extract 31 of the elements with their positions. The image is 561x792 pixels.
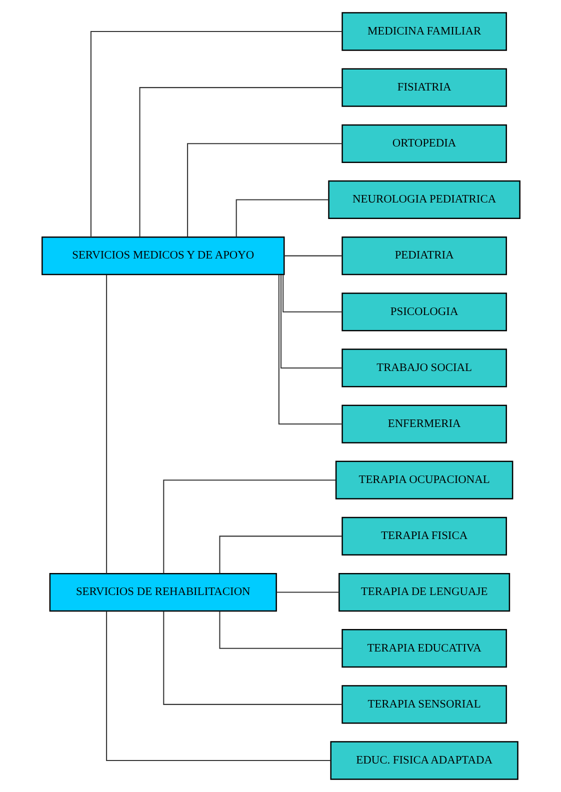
node-box: ENFERMERIA [341, 404, 506, 444]
connector [278, 274, 342, 425]
node-box: ORTOPEDIA [341, 124, 506, 163]
connector [218, 611, 342, 649]
connector [282, 274, 342, 312]
node-box: TERAPIA DE LENGUAJE [338, 572, 510, 612]
node-box: TERAPIA OCUPACIONAL [334, 460, 513, 500]
connector [186, 143, 342, 237]
connector [90, 30, 342, 238]
node-box: TERAPIA EDUCATIVA [341, 629, 506, 668]
connector [276, 592, 338, 593]
node-box: FISIATRIA [341, 68, 506, 107]
connector [138, 87, 342, 237]
node-box: PSICOLOGIA [341, 292, 506, 332]
node-box: TERAPIA FISICA [341, 516, 506, 556]
node-box: PEDIATRIA [341, 236, 506, 276]
node-box: EDUC. FISICA ADAPTADA [330, 741, 518, 780]
connector [284, 255, 342, 256]
connector [235, 199, 328, 237]
connector [280, 274, 342, 368]
connector [162, 611, 342, 705]
connector [106, 274, 107, 574]
node-box: TRABAJO SOCIAL [341, 348, 506, 388]
node-box: SERVICIOS DE REHABILITACION [48, 572, 276, 612]
node-box: MEDICINA FAMILIAR [341, 12, 506, 51]
node-box: SERVICIOS MEDICOS Y DE APOYO [41, 236, 284, 276]
connector [106, 611, 330, 762]
connector [218, 536, 342, 574]
node-box: NEUROLOGIA PEDIATRICA [328, 180, 520, 220]
node-box: TERAPIA SENSORIAL [341, 685, 506, 724]
connector [162, 480, 336, 574]
